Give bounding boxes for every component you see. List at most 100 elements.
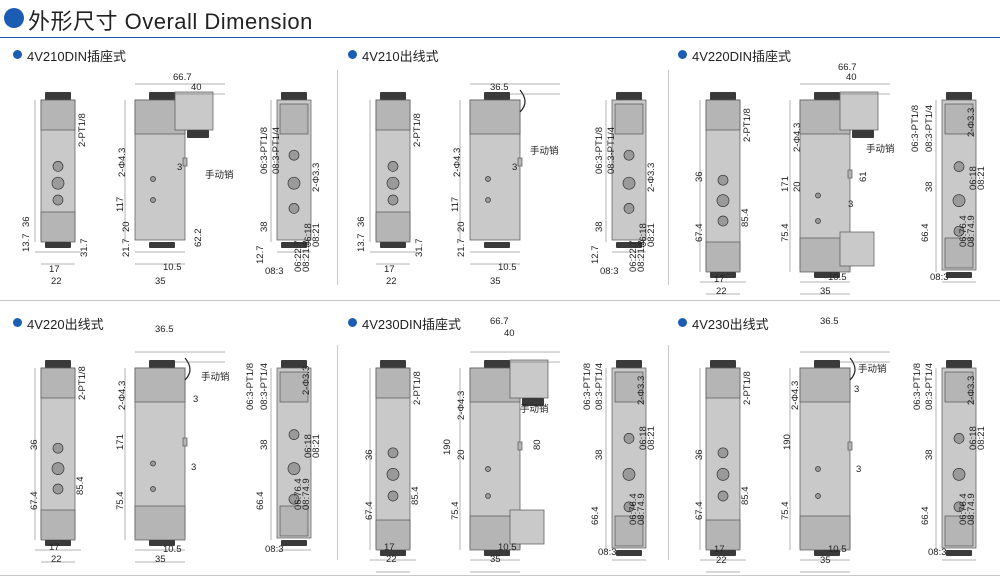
dimension-label: 35 [490, 554, 501, 565]
dimension-label: 06:3-PT1/8 [910, 105, 921, 152]
dimension-label: 08:21 [311, 434, 322, 458]
port-icon [52, 483, 64, 495]
port-icon [287, 176, 301, 190]
dimension-label: 2-PT1/8 [77, 113, 88, 147]
dimension-label: 06:3-PT1/8 [582, 363, 593, 410]
dimension-label: 2-PT1/8 [742, 108, 753, 142]
knurled-nut-icon [814, 272, 840, 278]
dimension-label: 08:3-PT1/4 [271, 127, 282, 174]
dimension-label: 08:3 [265, 544, 284, 555]
dimension-label: 13.7 [21, 234, 32, 253]
port-icon [716, 468, 730, 481]
knurled-nut-icon [946, 550, 972, 556]
dimension-label: 08:3 [600, 266, 619, 277]
dimension-label: 190 [782, 434, 793, 450]
dimension-label: 20 [456, 449, 467, 460]
manual-override-pin [847, 441, 853, 451]
dimension-label: 17 [49, 264, 60, 275]
dimension-label: 171 [115, 434, 126, 450]
dimension-label: 06:3-PT1/8 [245, 363, 256, 410]
knurled-nut-icon [45, 92, 71, 100]
dimension-label: 08:74.9 [636, 493, 647, 525]
column-divider [337, 70, 338, 285]
dimension-label: 08:74.9 [966, 493, 977, 525]
dimension-label: 36 [364, 449, 375, 460]
port-icon [953, 501, 965, 513]
dimension-label: 08:21 [976, 426, 987, 450]
dimension-label: 06:76.4 [293, 478, 304, 510]
port-icon [288, 149, 300, 161]
dimension-label: 21.7 [121, 239, 132, 258]
manual-override-pin [517, 157, 523, 167]
knurled-nut-icon [946, 272, 972, 278]
dimension-label: 36.5 [820, 316, 839, 327]
port-icon [623, 149, 635, 161]
port-icon [150, 486, 156, 492]
dimension-label: 2-Φ4.3 [452, 148, 463, 177]
din-connector [174, 91, 214, 131]
connector-face [614, 371, 644, 403]
dimension-label: 66.4 [920, 507, 931, 526]
manual-override-pin [182, 437, 188, 447]
dimension-label: 40 [504, 328, 515, 339]
dimension-label: 06:18 [968, 166, 979, 190]
knurled-nut-icon [484, 360, 510, 368]
dimension-label: 08:21.2 [301, 240, 312, 272]
dimension-label: 手动销 [520, 403, 549, 415]
knurled-nut-icon [710, 360, 736, 368]
column-divider [337, 345, 338, 560]
dimension-label: 17 [714, 544, 725, 555]
panel-bullet-icon [13, 318, 22, 327]
panel-bullet-icon [678, 318, 687, 327]
panel-title: 4V230出线式 [692, 317, 769, 332]
knurled-nut-icon [710, 550, 736, 556]
connector-face [279, 103, 309, 135]
dimension-label: 31.7 [79, 239, 90, 258]
knurled-nut-icon [616, 360, 642, 368]
knurled-nut-icon [380, 360, 406, 368]
panel-title: 4V210出线式 [362, 49, 439, 64]
knurled-nut-icon [281, 92, 307, 100]
dimension-label: 2-Φ4.3 [117, 148, 128, 177]
knurled-nut-icon [484, 242, 510, 248]
dimension-label: 08:74.9 [966, 215, 977, 247]
bottom-divider [0, 575, 1000, 576]
port-icon [150, 460, 156, 467]
din-connector [839, 91, 879, 131]
knurled-nut-icon [281, 360, 307, 368]
dimension-label: 2-Φ4.3 [456, 391, 467, 420]
dimension-label: 40 [846, 72, 857, 83]
panel-title: 4V230DIN插座式 [362, 317, 461, 332]
knurled-nut-icon [484, 92, 510, 100]
dimension-label: 36.5 [490, 82, 509, 93]
manual-override-pin [517, 441, 523, 451]
port-icon [815, 466, 821, 472]
dimension-label: 38 [594, 449, 605, 460]
panel-title: 4V220DIN插座式 [692, 49, 791, 64]
knurled-nut-icon [380, 92, 406, 100]
dimension-label: 20 [121, 221, 132, 232]
dimension-label: 2-Φ3.3 [311, 163, 322, 192]
port-icon [623, 433, 635, 444]
dimension-label: 17 [714, 274, 725, 285]
dimension-label: 06:76.4 [958, 215, 969, 247]
dimension-label: 3 [848, 199, 853, 210]
knurled-nut-icon [281, 540, 307, 546]
dimension-label: 06:76.4 [628, 493, 639, 525]
dimension-label: 2-PT1/8 [412, 371, 423, 405]
dimension-label: 2-PT1/8 [412, 113, 423, 147]
lead-wire-icon [184, 357, 191, 381]
connector-face [614, 103, 644, 135]
dimension-label: 10.5 [163, 544, 182, 555]
knurled-nut-icon [814, 92, 840, 100]
dimension-label: 06:18 [303, 434, 314, 458]
dimension-label: 2-Φ3.3 [646, 163, 657, 192]
dimension-label: 67.4 [364, 502, 375, 521]
dimension-label: 67.4 [694, 224, 705, 243]
dimension-label: 手动销 [530, 145, 559, 157]
panel-title: 4V210DIN插座式 [27, 49, 126, 64]
dimension-label: 38 [924, 181, 935, 192]
page-title: 外形尺寸 Overall Dimension [28, 9, 313, 34]
